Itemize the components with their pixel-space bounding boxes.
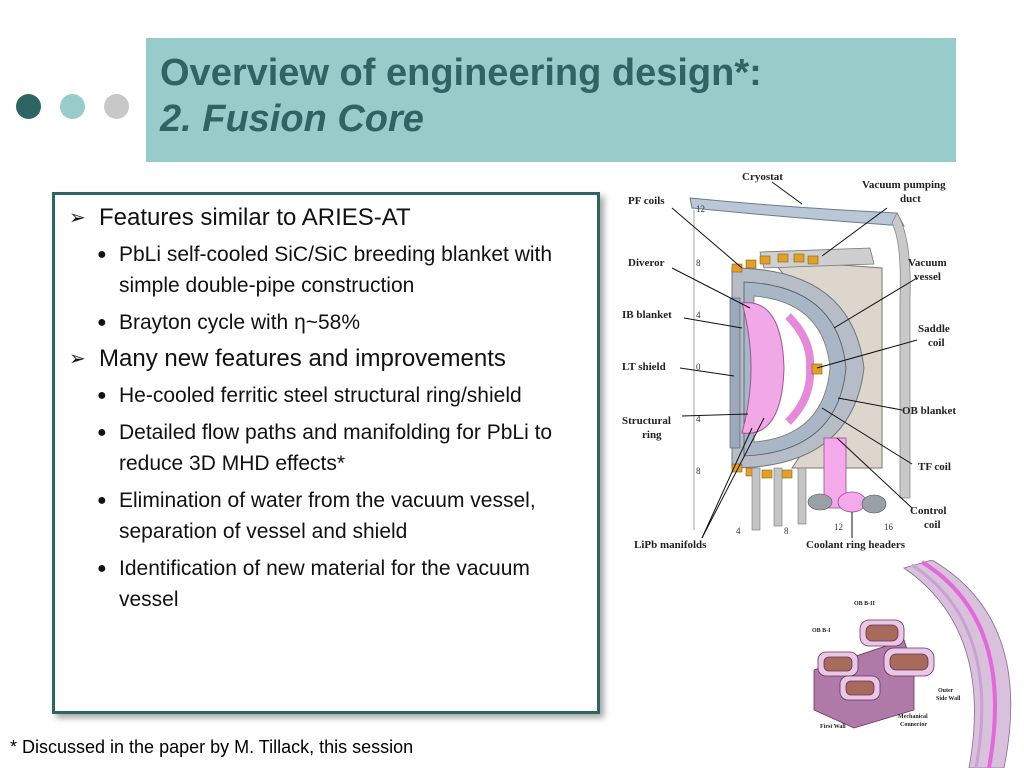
label-control-coil: Control xyxy=(910,505,946,517)
title-bar: Overview of engineering design*: 2. Fusi… xyxy=(146,38,956,162)
arrow-bullet-icon: ➢ xyxy=(69,348,86,370)
section-heading: ➢ Features similar to ARIES-AT xyxy=(69,203,591,233)
first-wall-layer xyxy=(911,563,984,768)
label-ob-blanket: OB blanket xyxy=(902,405,956,417)
label-structural-ring: Structural xyxy=(622,415,671,427)
ib-blanket-shape xyxy=(741,302,785,434)
blanket-modules xyxy=(813,619,935,729)
section-heading-text: Features similar to ARIES-AT xyxy=(99,204,411,231)
label-outer-side-wall: Outer xyxy=(938,688,954,694)
x-tick: 4 xyxy=(736,526,741,536)
list-item-text: He-cooled ferritic steel structural ring… xyxy=(119,384,522,407)
label-saddle-coil: Saddle xyxy=(918,323,950,335)
list-item: ● Elimination of water from the vacuum v… xyxy=(97,485,591,547)
arrow-bullet-icon: ➢ xyxy=(69,207,86,229)
label-ob-b2: OB B-II xyxy=(854,601,876,607)
x-tick: 12 xyxy=(834,522,843,532)
x-axis: 4 8 12 16 xyxy=(736,522,894,536)
label-saddle-coil: coil xyxy=(928,337,945,349)
footnote: * Discussed in the paper by M. Tillack, … xyxy=(10,737,414,757)
disc-bullet-icon: ● xyxy=(97,387,107,404)
label-ib-blanket: IB blanket xyxy=(622,309,672,321)
content-box: ➢ Features similar to ARIES-AT ● PbLi se… xyxy=(52,192,600,714)
list-item-text: Detailed flow paths and manifolding for … xyxy=(119,421,553,475)
y-axis: 12 8 4 0 4 8 xyxy=(693,204,705,530)
coolant-headers xyxy=(807,437,887,514)
slide-title: Overview of engineering design*: xyxy=(160,52,762,94)
y-tick: 8 xyxy=(696,466,701,476)
leader-lines xyxy=(671,181,918,539)
label-first-wall: First Wall xyxy=(820,724,846,730)
y-tick: 4 xyxy=(696,414,701,424)
fusion-core-diagram: 12 8 4 0 4 8 4 8 12 16 Cryostat Vacuum p… xyxy=(622,171,956,551)
y-tick: 0 xyxy=(696,362,701,372)
x-tick: 8 xyxy=(784,526,789,536)
central-column xyxy=(729,297,741,449)
label-mechanical-connector: Mechanical xyxy=(898,714,928,720)
list-item-text: Identification of new material for the v… xyxy=(119,557,530,611)
label-lipb-manifolds: LiPb manifolds xyxy=(634,539,707,551)
list-item: ● Detailed flow paths and manifolding fo… xyxy=(97,417,591,479)
list-item-text: PbLi self-cooled SiC/SiC breeding blanke… xyxy=(119,243,553,297)
label-outer-side-wall: Side Wall xyxy=(936,696,961,702)
x-tick: 16 xyxy=(884,522,894,532)
blanket-module-diagram: OB B-II OB B-I First Wall Outer Side Wal… xyxy=(812,560,1012,768)
label-tf-coil: TF coil xyxy=(918,461,951,473)
y-tick: 4 xyxy=(696,310,701,320)
list-item-text: Brayton cycle with η~58% xyxy=(119,311,361,334)
dot-dark xyxy=(16,94,41,119)
dot-teal xyxy=(60,94,85,119)
label-pf-coils: PF coils xyxy=(628,195,665,207)
label-control-coil: coil xyxy=(924,519,941,531)
label-structural-ring: ring xyxy=(642,429,662,441)
label-vacuum-pumping-duct: duct xyxy=(900,193,921,205)
first-wall-stack xyxy=(903,560,1012,768)
disc-bullet-icon: ● xyxy=(97,424,107,441)
label-cryostat: Cryostat xyxy=(742,171,783,183)
ob-blanket-pink xyxy=(785,313,815,425)
label-divertor: Diveror xyxy=(628,257,665,269)
first-wall-layer xyxy=(920,560,997,768)
disc-bullet-icon: ● xyxy=(97,246,107,263)
disc-bullet-icon: ● xyxy=(97,314,107,331)
list-item-text: Elimination of water from the vacuum ves… xyxy=(119,489,536,543)
label-vacuum-vessel: vessel xyxy=(914,271,941,283)
list-item: ● He-cooled ferritic steel structural ri… xyxy=(97,380,591,411)
y-tick: 12 xyxy=(696,204,705,214)
section-heading: ➢ Many new features and improvements xyxy=(69,344,591,374)
slide-subtitle: 2. Fusion Core xyxy=(160,98,424,140)
label-mechanical-connector: Connector xyxy=(900,722,927,728)
disc-bullet-icon: ● xyxy=(97,492,107,509)
list-item: ● PbLi self-cooled SiC/SiC breeding blan… xyxy=(97,239,591,301)
support-legs xyxy=(751,467,807,531)
list-item: ● Brayton cycle with η~58% xyxy=(97,307,591,338)
label-ob-b1: OB B-I xyxy=(812,628,831,634)
cryostat-wall xyxy=(891,212,911,499)
label-vacuum-pumping-duct: Vacuum pumping xyxy=(862,179,946,191)
section-heading-text: Many new features and improvements xyxy=(99,345,506,372)
label-lt-shield: LT shield xyxy=(622,361,666,373)
label-vacuum-vessel: Vacuum xyxy=(908,257,947,269)
dot-gray xyxy=(104,94,129,119)
list-item: ● Identification of new material for the… xyxy=(97,553,591,615)
label-coolant-ring-headers: Coolant ring headers xyxy=(806,539,906,551)
disc-bullet-icon: ● xyxy=(97,560,107,577)
y-tick: 8 xyxy=(696,258,701,268)
cryostat-shape xyxy=(689,197,905,227)
